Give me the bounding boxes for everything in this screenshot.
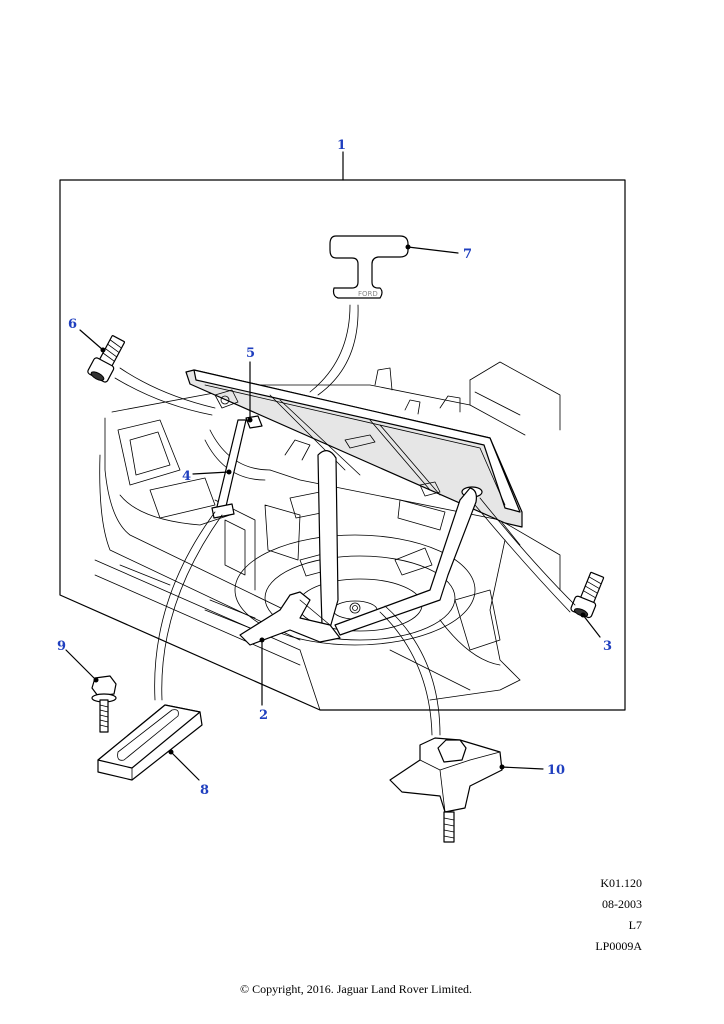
reference-date: 08-2003	[602, 897, 642, 911]
callout-5: 5	[246, 346, 255, 361]
handle-embossing: FORD	[358, 290, 378, 298]
callout-2: 2	[259, 708, 268, 723]
callout-4: 4	[182, 469, 191, 484]
callout-3: 3	[603, 639, 612, 654]
callout-9: 9	[57, 639, 66, 654]
callout-1: 1	[337, 138, 346, 153]
spare-wheel-cover-board	[185, 369, 523, 528]
clamp-plate-8	[97, 704, 203, 781]
bolt-6	[87, 335, 125, 383]
leader-lines	[65, 244, 601, 781]
copyright-footer: © Copyright, 2016. Jaguar Land Rover Lim…	[239, 982, 473, 996]
pull-strap	[211, 415, 263, 519]
connecting-lines	[114, 304, 576, 736]
callout-10: 10	[547, 763, 565, 778]
illustration-id: LP0009A	[595, 939, 642, 953]
callout-7: 7	[463, 247, 472, 262]
bolt-3	[570, 571, 605, 619]
reference-code: K01.120	[600, 876, 642, 890]
trunk-floor-illustration	[94, 361, 561, 711]
wing-clamp-10	[389, 737, 503, 843]
cover-handle: FORD	[329, 235, 409, 299]
callout-6: 6	[68, 317, 77, 332]
callout-8: 8	[200, 783, 209, 798]
reference-level: L7	[628, 918, 642, 932]
tie-strap-assembly	[239, 450, 477, 646]
bolt-9	[91, 675, 117, 733]
